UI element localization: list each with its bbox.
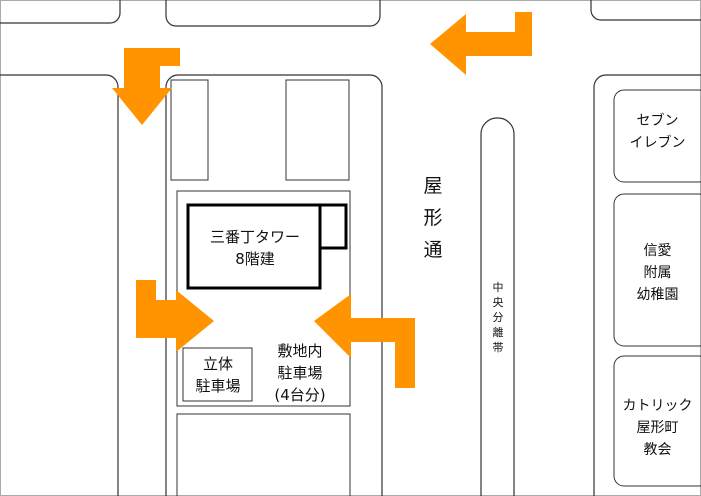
onsite-parking-line2: 駐車場 (277, 364, 323, 382)
poi-church-line1: カトリック (622, 398, 693, 414)
poi-kindergarten-line2: 附属 (643, 265, 672, 281)
poi-box-kindergarten (613, 193, 701, 347)
arrow-icon (136, 280, 214, 352)
poi-seven-eleven: セブン イレブン (614, 110, 701, 154)
poi-seven-line1: セブン (636, 113, 679, 129)
median-char: 中 (492, 281, 504, 294)
poi-kindergarten-line3: 幼稚園 (636, 287, 679, 303)
parking-structure-label: 立体 駐車場 (184, 353, 252, 397)
block-left (0, 74, 119, 496)
building-label: 三番丁タワー 8階建 (190, 226, 320, 270)
building-name: 三番丁タワー (209, 228, 300, 246)
median-char: 帯 (492, 341, 504, 354)
arrow-icon (430, 12, 532, 75)
street-name-char: 通 (423, 239, 443, 261)
poi-church: カトリック 屋形町 教会 (614, 395, 701, 461)
parking-structure-box (182, 347, 253, 402)
poi-kindergarten: 信愛 附属 幼稚園 (614, 240, 701, 306)
median-char: 央 (492, 296, 504, 309)
block-right (593, 74, 701, 496)
median-char: 分 (492, 311, 504, 324)
block-main (165, 74, 383, 496)
median-label: 中 央 分 離 帯 (490, 280, 506, 355)
block-top-left (0, 0, 121, 24)
poi-box-seven (613, 89, 701, 183)
arrow-icon (112, 48, 180, 125)
block-top-center (165, 0, 381, 27)
lot-bottom (176, 413, 351, 496)
block-top-right (590, 0, 701, 21)
lot-small-left (170, 79, 209, 181)
street-name-label: 屋 形 通 (418, 170, 448, 266)
poi-box-church (613, 355, 701, 487)
poi-church-line2: 屋形町 (636, 420, 679, 436)
poi-kindergarten-line1: 信愛 (643, 243, 672, 259)
onsite-parking-line1: 敷地内 (277, 342, 323, 360)
street-name-char: 形 (423, 207, 443, 229)
building-outline (186, 203, 322, 290)
onsite-parking-line3: (4台分) (274, 386, 326, 404)
parking-structure-line1: 立体 (202, 355, 233, 373)
building-annex (320, 203, 348, 250)
median-strip (480, 117, 515, 496)
median-char: 離 (492, 326, 504, 339)
lot-small-right (285, 79, 350, 181)
arrow-icon (314, 294, 415, 388)
street-name-char: 屋 (423, 175, 443, 197)
parking-structure-line2: 駐車場 (195, 377, 241, 395)
onsite-parking-label: 敷地内 駐車場 (4台分) (258, 340, 342, 406)
building-floors: 8階建 (235, 250, 275, 268)
poi-church-line3: 教会 (643, 442, 672, 458)
poi-seven-line2: イレブン (629, 135, 686, 151)
